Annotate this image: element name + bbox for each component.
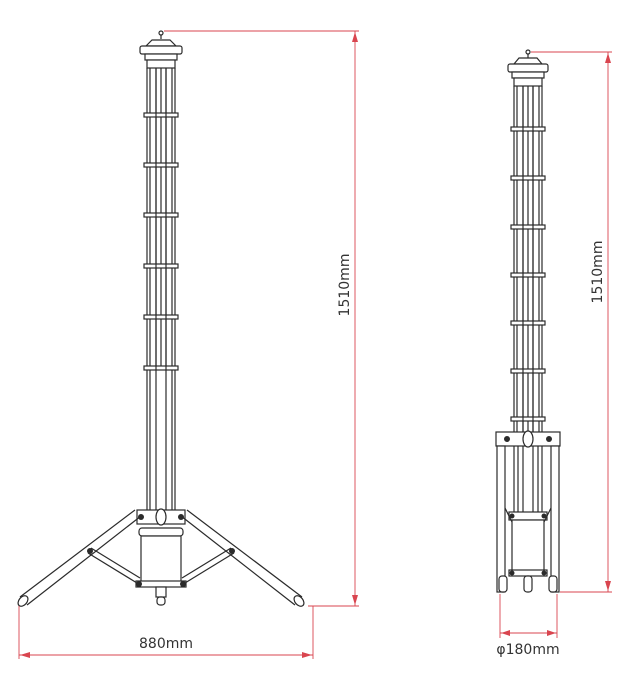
- tripod-lamp-housing: [135, 527, 187, 606]
- folded-legs: [496, 445, 560, 593]
- folded-diameter-label: φ180mm: [496, 642, 559, 658]
- folded-height-dimension: [531, 51, 612, 593]
- folded-lamp-clamp: [495, 430, 561, 448]
- folded-lamp-cage: [510, 86, 546, 436]
- tripod-width-dimension: [18, 606, 314, 659]
- tripod-lamp-cap: [139, 30, 183, 69]
- tripod-height-dimension: [164, 30, 359, 607]
- folded-height-label: 1510mm: [590, 241, 606, 304]
- folded-lamp-view: 1510mm φ180mm: [495, 49, 612, 658]
- tripod-lamp-cage: [143, 68, 179, 512]
- tripod-height-label: 1510mm: [337, 254, 353, 317]
- tripod-legs: [17, 509, 305, 607]
- folded-diameter-dimension: [499, 594, 558, 638]
- tripod-lamp-view: 1510mm 880mm: [17, 30, 359, 659]
- tripod-width-label: 880mm: [139, 636, 193, 652]
- folded-lamp-cap: [507, 49, 549, 87]
- tripod-lamp-clamp: [136, 508, 186, 526]
